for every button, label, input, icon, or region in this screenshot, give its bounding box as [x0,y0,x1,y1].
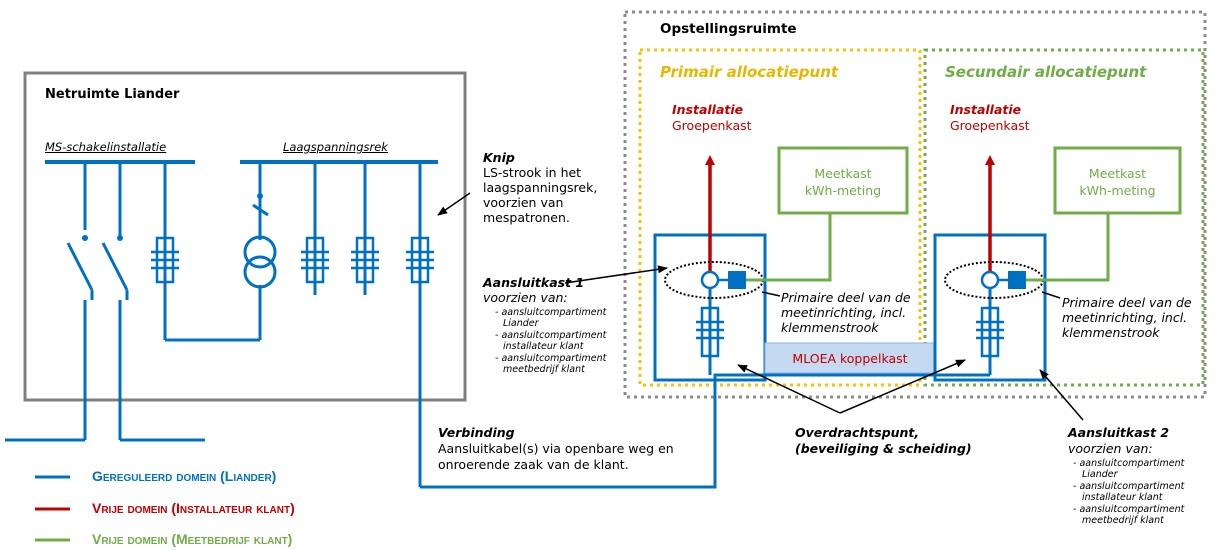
meetkast-2-box [1053,146,1182,215]
aansluitkast-2-item-1: - aansluitcompartiment [1073,458,1185,469]
aansluitkast-2-item-2: Liander [1082,469,1118,480]
ls-fuse-1 [301,236,329,284]
aansluitkast-1-item-4: installateur klant [503,341,584,352]
meetkast-1-box [777,146,909,215]
knip-line-2: laagspanningsrek, [483,180,598,195]
overdracht-line-1: Overdrachtspunt, [795,425,920,440]
legend-meetbedrijf: Vrije domein (Meetbedrijf klant) [92,531,293,547]
meetinrichting-1-pointer [761,291,781,297]
installatie-2-title: Installatie [950,102,1022,117]
transformer [243,235,277,289]
meter-2 [1008,271,1026,289]
groepenkast-2-label: Groepenkast [950,118,1030,133]
aansluitkast-2-subtitle: voorzien van: [1068,441,1153,456]
ms-switch-1 [66,242,94,291]
meetinrichting-1-line-3: klemmenstrook [781,320,879,335]
legend-installateur: Vrije domein (Installateur klant) [92,500,295,516]
ms-switch-2 [101,242,129,291]
meetkast-1-label: Meetkast [814,166,872,181]
verbinding-line-2: onroerende zaak van de klant. [438,457,629,472]
installatie-1-title: Installatie [672,102,744,117]
aansluitkast-1-item-6: meetbedrijf klant [503,364,585,375]
aansluitkast-1-item-2: Liander [503,318,539,329]
aansluitkast-2-title: Aansluitkast 2 [1068,425,1170,440]
ls-fuse-3 [406,236,434,284]
meter-1 [728,271,746,289]
meetinrichting-2-pointer [1041,291,1061,299]
aansluitkast-2-item-5: - aansluitcompartiment [1073,504,1185,515]
meetinrichting-1-line-1: Primaire deel van de [781,290,911,305]
aansluitkast-2-item-3: - aansluitcompartiment [1073,481,1185,492]
opstellingsruimte-title: Opstellingsruimte [660,21,797,37]
meetinrichting-1-line-2: meetinrichting, incl. [781,305,907,320]
primair-frame [638,48,922,387]
knip-line-4: mespatronen. [483,210,570,225]
overdracht-pointer-1 [737,364,841,414]
aansluitkast-2-pointer [1039,369,1084,421]
overdracht-line-2: (beveiliging & scheiding) [795,441,972,456]
netruimte-frame [23,71,467,402]
aansluitkast-1-pointer [564,265,668,284]
ls-label: Laagspanningsrek [283,140,388,154]
verbinding-line-1: Aansluitkabel(s) via openbare weg en [438,441,674,456]
opstellingsruimte-frame [623,10,1207,399]
aansluitkast-1-fuse [696,306,724,358]
primair-title: Primair allocatiepunt [660,63,839,81]
ms-label: MS-schakelinstallatie [45,140,167,154]
meetinrichting-2-line-1: Primaire deel van de [1062,295,1192,310]
aansluitkast-1-item-5: - aansluitcompartiment [495,353,607,364]
aansluitkast-2-fuse [976,306,1004,358]
mloea-box [764,342,936,374]
knip-line-1: LS-strook in het [483,165,582,180]
aansluitkast-2-item-6: meetbedrijf klant [1082,515,1164,526]
groepenkast-1-label: Groepenkast [672,118,752,133]
overdracht-pointer-2 [839,359,966,414]
legend-gereguleerd: Gereguleerd domein (Liander) [92,468,277,484]
aansluitkast-1-title: Aansluitkast 1 [483,275,585,290]
secundair-title: Secundair allocatiepunt [945,63,1147,81]
meetkast-2-label: Meetkast [1088,166,1147,181]
knip-line-3: voorzien van [483,195,564,210]
aansluitkast-2-item-4: installateur klant [1082,492,1163,503]
knip-pointer [437,192,471,216]
ms-fuse [151,236,179,284]
kwh-2-label: kWh-meting [1079,183,1156,198]
aansluitkast-1-item-1: - aansluitcompartiment [495,307,607,318]
ls-fuse-2 [351,236,379,284]
kwh-1-label: kWh-meting [804,183,882,198]
meetinrichting-2-line-2: meetinrichting, incl. [1062,310,1188,325]
secundair-frame [923,48,1205,387]
meetinrichting-2-line-3: klemmenstrook [1062,325,1160,340]
netruimte-title: Netruimte Liander [45,87,180,102]
knip-title: Knip [483,150,515,165]
aansluitkast-1-item-3: - aansluitcompartiment [495,330,607,341]
aansluitkast-1-subtitle: voorzien van: [483,290,568,305]
verbinding-title: Verbinding [438,425,515,440]
mloea-label: MLOEA koppelkast [792,351,908,366]
